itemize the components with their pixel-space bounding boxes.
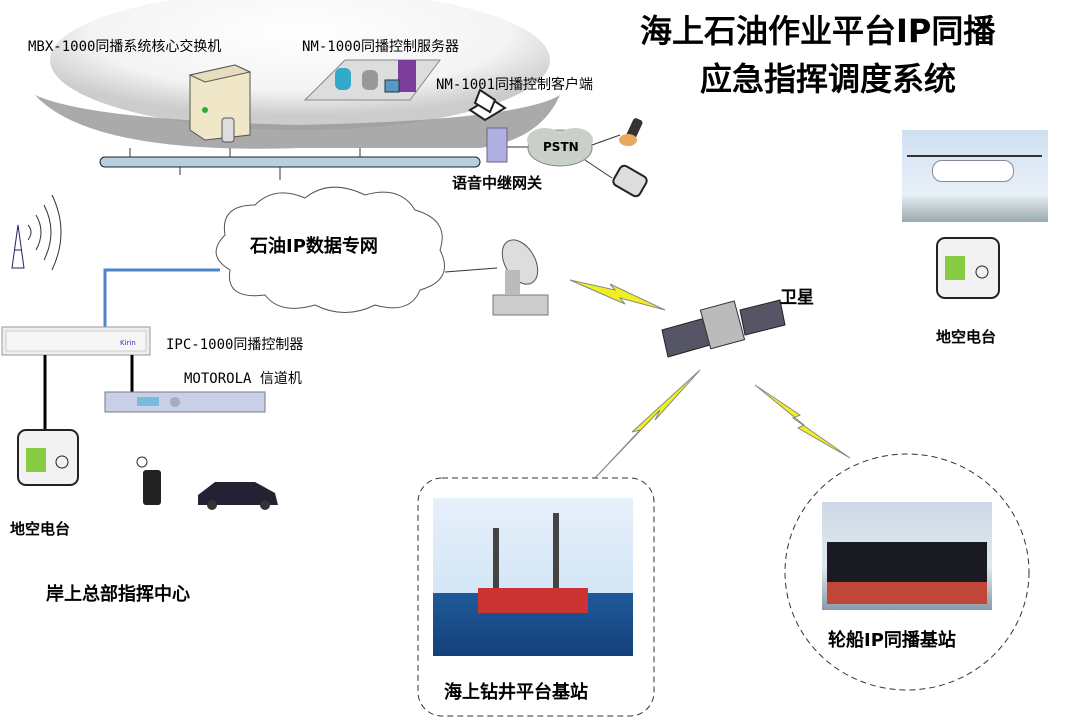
control-server-icon (303, 59, 441, 101)
core-network-arc (35, 95, 560, 149)
label-motorola: MOTOROLA 信道机 (184, 371, 302, 387)
label-ground-air-left: 地空电台 (10, 520, 71, 538)
ipc-controller-icon: Kirin (1, 326, 151, 356)
label-ipc-controller: IPC-1000同播控制器 (166, 337, 304, 353)
platform-station-frame (417, 477, 655, 717)
label-control-client: NM-1001同播控制客户端 (436, 77, 594, 93)
lightning-links (569, 279, 851, 479)
ip-network-cloud (215, 186, 445, 313)
label-satellite: 卫星 (780, 288, 814, 308)
satellite-dish-icon (492, 239, 549, 316)
helicopter-photo (902, 130, 1048, 222)
desk-phone-icon (612, 164, 648, 198)
handheld-radio-icon (136, 456, 161, 505)
blue-link (103, 268, 220, 327)
ground-air-radio-icon-left (17, 429, 79, 486)
ground-air-radio-icon-right (936, 237, 1000, 299)
ship-photo (822, 502, 992, 610)
drilling-platform-photo (433, 498, 633, 656)
label-voice-gateway: 语音中继网关 (452, 174, 543, 192)
title-line-1: 海上石油作业平台IP同播 (640, 12, 996, 50)
network-bus (99, 156, 481, 168)
mobile-phone-icon (619, 118, 643, 146)
label-ground-air-right: 地空电台 (936, 328, 997, 346)
pstn-cloud (527, 128, 593, 167)
label-control-server: NM-1000同播控制服务器 (302, 39, 460, 55)
svg-text:Kirin: Kirin (120, 339, 136, 347)
label-pstn: PSTN (543, 140, 579, 154)
label-platform: 海上钻井平台基站 (444, 682, 588, 703)
label-ip-network: 石油IP数据专网 (250, 236, 378, 257)
radio-tower-icon (11, 194, 62, 271)
car-icon (198, 482, 278, 510)
motorola-repeater-icon (104, 391, 266, 413)
label-hq: 岸上总部指挥中心 (46, 584, 190, 605)
laptop-icon (468, 88, 507, 122)
title-line-2: 应急指挥调度系统 (700, 60, 957, 98)
satellite-icon (661, 299, 786, 358)
core-switch-server-icon (188, 64, 252, 143)
ship-station-frame (784, 453, 1030, 691)
label-core-switch: MBX-1000同播系统核心交换机 (28, 39, 222, 55)
voice-gateway-icon (486, 127, 508, 163)
label-ship: 轮船IP同播基站 (828, 630, 956, 651)
